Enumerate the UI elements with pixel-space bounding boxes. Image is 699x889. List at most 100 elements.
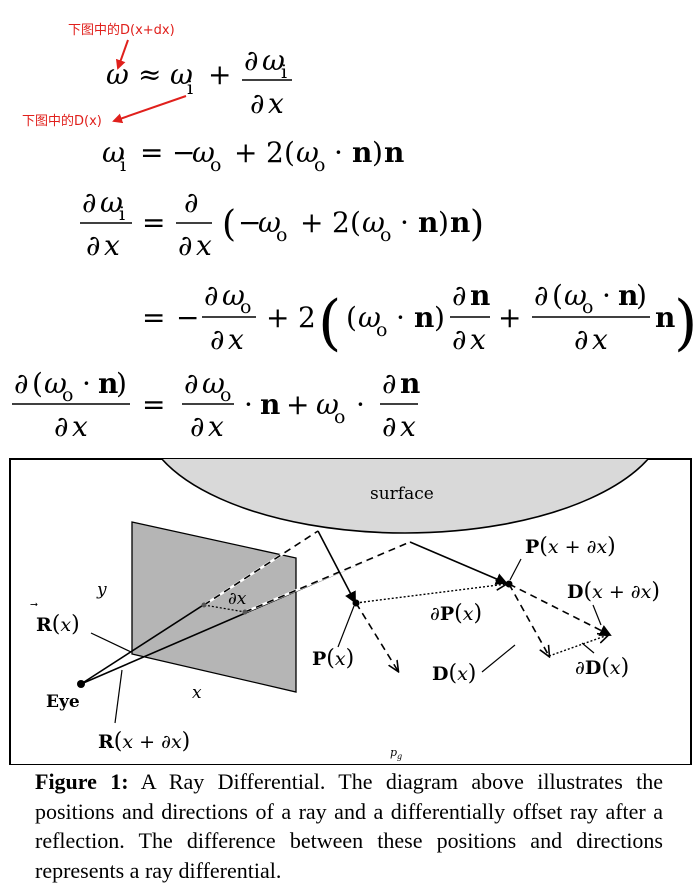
- reflected-rays: [317, 530, 612, 671]
- svg-text:+: +: [286, 388, 309, 421]
- svg-text:+: +: [234, 136, 257, 169]
- svg-text:(: (: [318, 288, 341, 358]
- label-D-x: D(x): [432, 661, 476, 686]
- label-x: x: [192, 683, 202, 703]
- svg-text:+: +: [266, 301, 289, 334]
- svg-text:x: x: [400, 410, 416, 443]
- label-dD-x: ∂D(x): [575, 655, 629, 680]
- svg-text:): ): [470, 204, 484, 245]
- svg-text:∂: ∂: [452, 279, 466, 312]
- svg-text:n: n: [352, 136, 372, 169]
- svg-text:∂: ∂: [452, 323, 466, 356]
- svg-text:o: o: [376, 319, 387, 341]
- equation-3: ∂ ω i ∂ x = ∂ ∂ x ( − ω o + 2 ( ω o · n …: [80, 186, 484, 262]
- svg-text:ω: ω: [192, 136, 215, 169]
- svg-text:): ): [636, 279, 647, 312]
- svg-text:n: n: [418, 206, 438, 239]
- svg-text:∂: ∂: [184, 367, 198, 400]
- equation-1: ω ≈ ω i + ∂ ω i ∂ x: [106, 44, 292, 120]
- equation-5: ∂ ( ω o · n ) ∂ x = ∂ ω o ∂ x · n + ω o …: [12, 367, 420, 443]
- svg-text:(: (: [350, 206, 361, 239]
- svg-text:x: x: [228, 323, 244, 356]
- svg-text:=: =: [142, 388, 165, 421]
- svg-text:·: ·: [334, 136, 343, 169]
- svg-text:x: x: [470, 323, 486, 356]
- equation-2: ω i = − ω o + 2 ( ω o · n ) n: [102, 136, 404, 176]
- svg-text:): ): [116, 367, 127, 400]
- equation-4: = − ∂ ω o ∂ x + 2 ( ( ω o · n ) ∂ n ∂ x …: [142, 279, 697, 358]
- svg-text:i: i: [119, 203, 125, 225]
- svg-text:⃗: ⃗: [30, 602, 38, 607]
- svg-text:n: n: [260, 388, 280, 421]
- label-D-x-dx: D(x + ∂x): [567, 579, 660, 604]
- svg-text:−: −: [176, 301, 199, 334]
- annotations: 下图中的D(x+dx) 下图中的D(x): [22, 22, 187, 129]
- annotation-top-arrow: [115, 39, 129, 70]
- svg-text:o: o: [240, 296, 251, 318]
- svg-text:x: x: [72, 410, 88, 443]
- svg-text:∂: ∂: [204, 279, 218, 312]
- svg-text:−: −: [172, 136, 195, 169]
- label-pg: pg: [390, 746, 402, 761]
- annotation-left: 下图中的D(x): [22, 113, 102, 129]
- svg-text:∂: ∂: [210, 323, 224, 356]
- svg-text:+: +: [498, 301, 521, 334]
- surface-label: surface: [370, 484, 434, 504]
- figure-caption: Figure 1: A Ray Differential. The diagra…: [35, 767, 663, 885]
- svg-text:i: i: [187, 77, 193, 99]
- surface-sphere: [160, 459, 650, 534]
- svg-text:ω: ω: [106, 58, 129, 91]
- svg-text:n: n: [618, 279, 638, 312]
- svg-text:·: ·: [356, 388, 365, 421]
- svg-text:): ): [434, 301, 445, 334]
- svg-text:ω: ω: [44, 367, 67, 400]
- svg-text:·: ·: [400, 206, 409, 239]
- svg-text:ω: ω: [296, 136, 319, 169]
- svg-text:i: i: [120, 154, 126, 176]
- svg-text:∂: ∂: [382, 367, 396, 400]
- svg-text:≈: ≈: [138, 58, 161, 91]
- svg-text:x: x: [104, 229, 120, 262]
- svg-text:ω: ω: [362, 206, 385, 239]
- svg-text:ω: ω: [358, 301, 381, 334]
- label-dP-x: ∂P(x): [430, 601, 482, 626]
- svg-text:n: n: [400, 367, 420, 400]
- svg-text:−: −: [238, 206, 261, 239]
- svg-text:(: (: [32, 367, 43, 400]
- svg-text:∂: ∂: [14, 367, 28, 400]
- svg-text:∂: ∂: [534, 279, 548, 312]
- svg-text:·: ·: [602, 279, 611, 312]
- svg-text:o: o: [334, 406, 345, 428]
- svg-text:ω: ω: [222, 279, 245, 312]
- label-y: y: [96, 580, 107, 600]
- svg-text:n: n: [414, 301, 434, 334]
- svg-text:x: x: [196, 229, 212, 262]
- label-R-x: R(x): [36, 612, 80, 637]
- svg-text:): ): [438, 206, 449, 239]
- svg-text:·: ·: [244, 388, 253, 421]
- svg-text:=: =: [140, 136, 163, 169]
- svg-text:∂: ∂: [82, 186, 96, 219]
- svg-text:∂: ∂: [184, 186, 198, 219]
- diagram-labels: y x ∂x Eye R(x) ⃗ R(x + ∂x) P(x) P(x + ∂…: [30, 534, 660, 761]
- image-plane: [131, 521, 297, 693]
- svg-text:ω: ω: [102, 136, 125, 169]
- svg-text:ω: ω: [170, 58, 193, 91]
- leader-lines: [90, 558, 602, 724]
- svg-text:o: o: [276, 224, 287, 246]
- svg-text:ω: ω: [202, 367, 225, 400]
- svg-text:o: o: [380, 224, 391, 246]
- svg-text:o: o: [220, 384, 231, 406]
- caption-label: Figure 1:: [35, 769, 129, 794]
- svg-text:n: n: [470, 279, 490, 312]
- svg-text:n: n: [384, 136, 404, 169]
- svg-text:+: +: [208, 58, 231, 91]
- label-P-x: P(x): [312, 646, 354, 671]
- primary-rays: [77, 529, 411, 688]
- svg-text:=: =: [142, 301, 165, 334]
- svg-text:∂: ∂: [574, 323, 588, 356]
- annotation-top: 下图中的D(x+dx): [68, 22, 175, 38]
- svg-text:(: (: [346, 301, 357, 334]
- svg-text:ω: ω: [100, 186, 123, 219]
- svg-text:∂: ∂: [86, 229, 100, 262]
